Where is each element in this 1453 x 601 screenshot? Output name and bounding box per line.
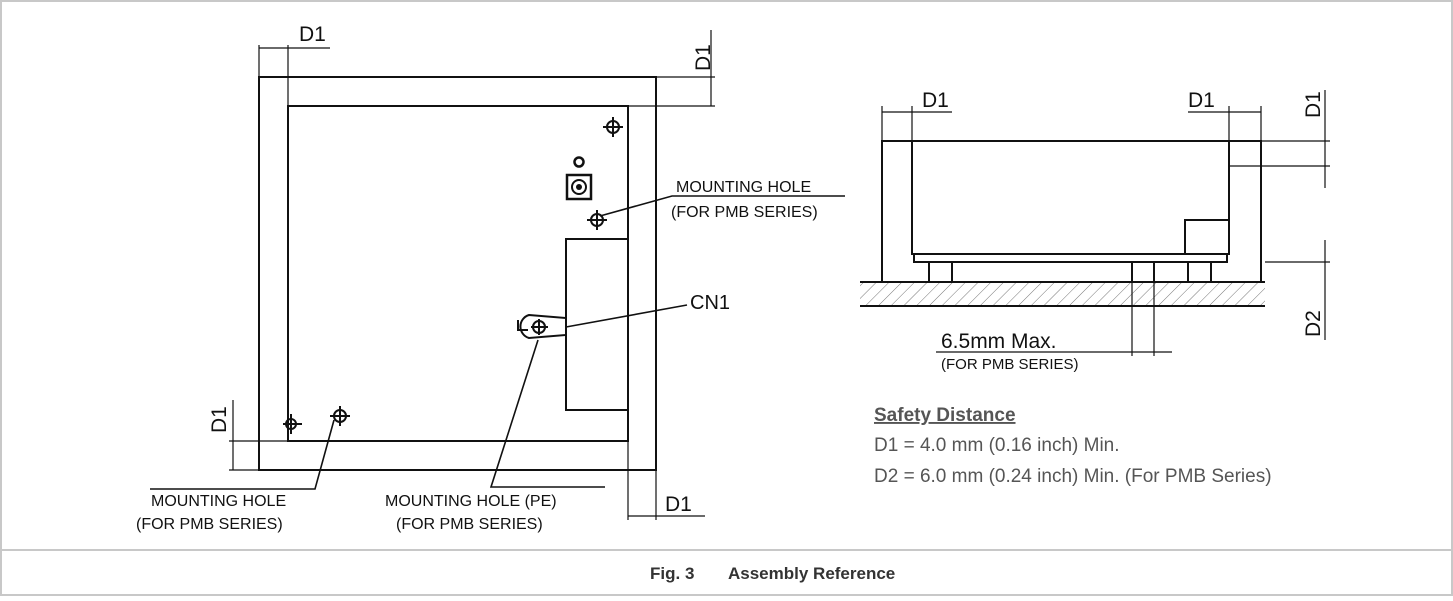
right-view	[860, 90, 1330, 356]
pe-ground-lug-icon	[517, 313, 567, 340]
max-distance-note: (FOR PMB SERIES)	[941, 356, 1079, 373]
dim-label-d1-bottom: D1	[665, 493, 692, 516]
leader-lines	[150, 195, 845, 490]
mounting-hole-icon	[330, 406, 350, 426]
left-view	[229, 30, 715, 520]
dim-label-d1-top: D1	[299, 23, 326, 46]
caption-title: Assembly Reference	[728, 564, 895, 583]
mounting-hole-icon	[283, 414, 302, 434]
connector-icon	[565, 173, 593, 201]
connector-label: CN1	[690, 292, 730, 314]
mounting-hole-right-line2: (FOR PMB SERIES)	[671, 204, 818, 221]
mounting-hole-pe-line2: (FOR PMB SERIES)	[396, 516, 543, 533]
right-connector-block	[1184, 219, 1230, 255]
dim-label-d2: D2	[1302, 310, 1325, 337]
dim-label-d1-right-view-vertical: D1	[1302, 91, 1325, 118]
mounting-hole-icon	[603, 117, 623, 137]
dim-label-d1-right-view-left: D1	[922, 89, 949, 112]
dim-label-d1-left: D1	[208, 406, 231, 433]
mounting-hole-left-line1: MOUNTING HOLE	[151, 493, 286, 510]
max-distance-label: 6.5mm Max.	[941, 330, 1057, 353]
left-enclosure-outline	[258, 76, 657, 471]
safety-line-d1: D1 = 4.0 mm (0.16 inch) Min.	[874, 435, 1120, 456]
caption-fig-number: Fig. 3	[650, 564, 694, 583]
safety-title: Safety Distance	[874, 405, 1016, 426]
dim-label-d1-right-view-right: D1	[1188, 89, 1215, 112]
ring-icon	[573, 156, 585, 168]
mounting-surface-hatch	[860, 282, 1265, 306]
mounting-hole-pe-line1: MOUNTING HOLE (PE)	[385, 493, 557, 510]
safety-line-d2: D2 = 6.0 mm (0.24 inch) Min. (For PMB Se…	[874, 466, 1272, 487]
mounting-hole-left-line2: (FOR PMB SERIES)	[136, 516, 283, 533]
right-enclosure-outline	[881, 140, 1262, 283]
mounting-hole-icon	[587, 210, 607, 230]
left-unit-outline	[287, 105, 629, 442]
mounting-hole-right-line1: MOUNTING HOLE	[676, 179, 811, 196]
right-unit-outline	[911, 140, 1230, 255]
dim-label-d1-right: D1	[692, 44, 715, 71]
